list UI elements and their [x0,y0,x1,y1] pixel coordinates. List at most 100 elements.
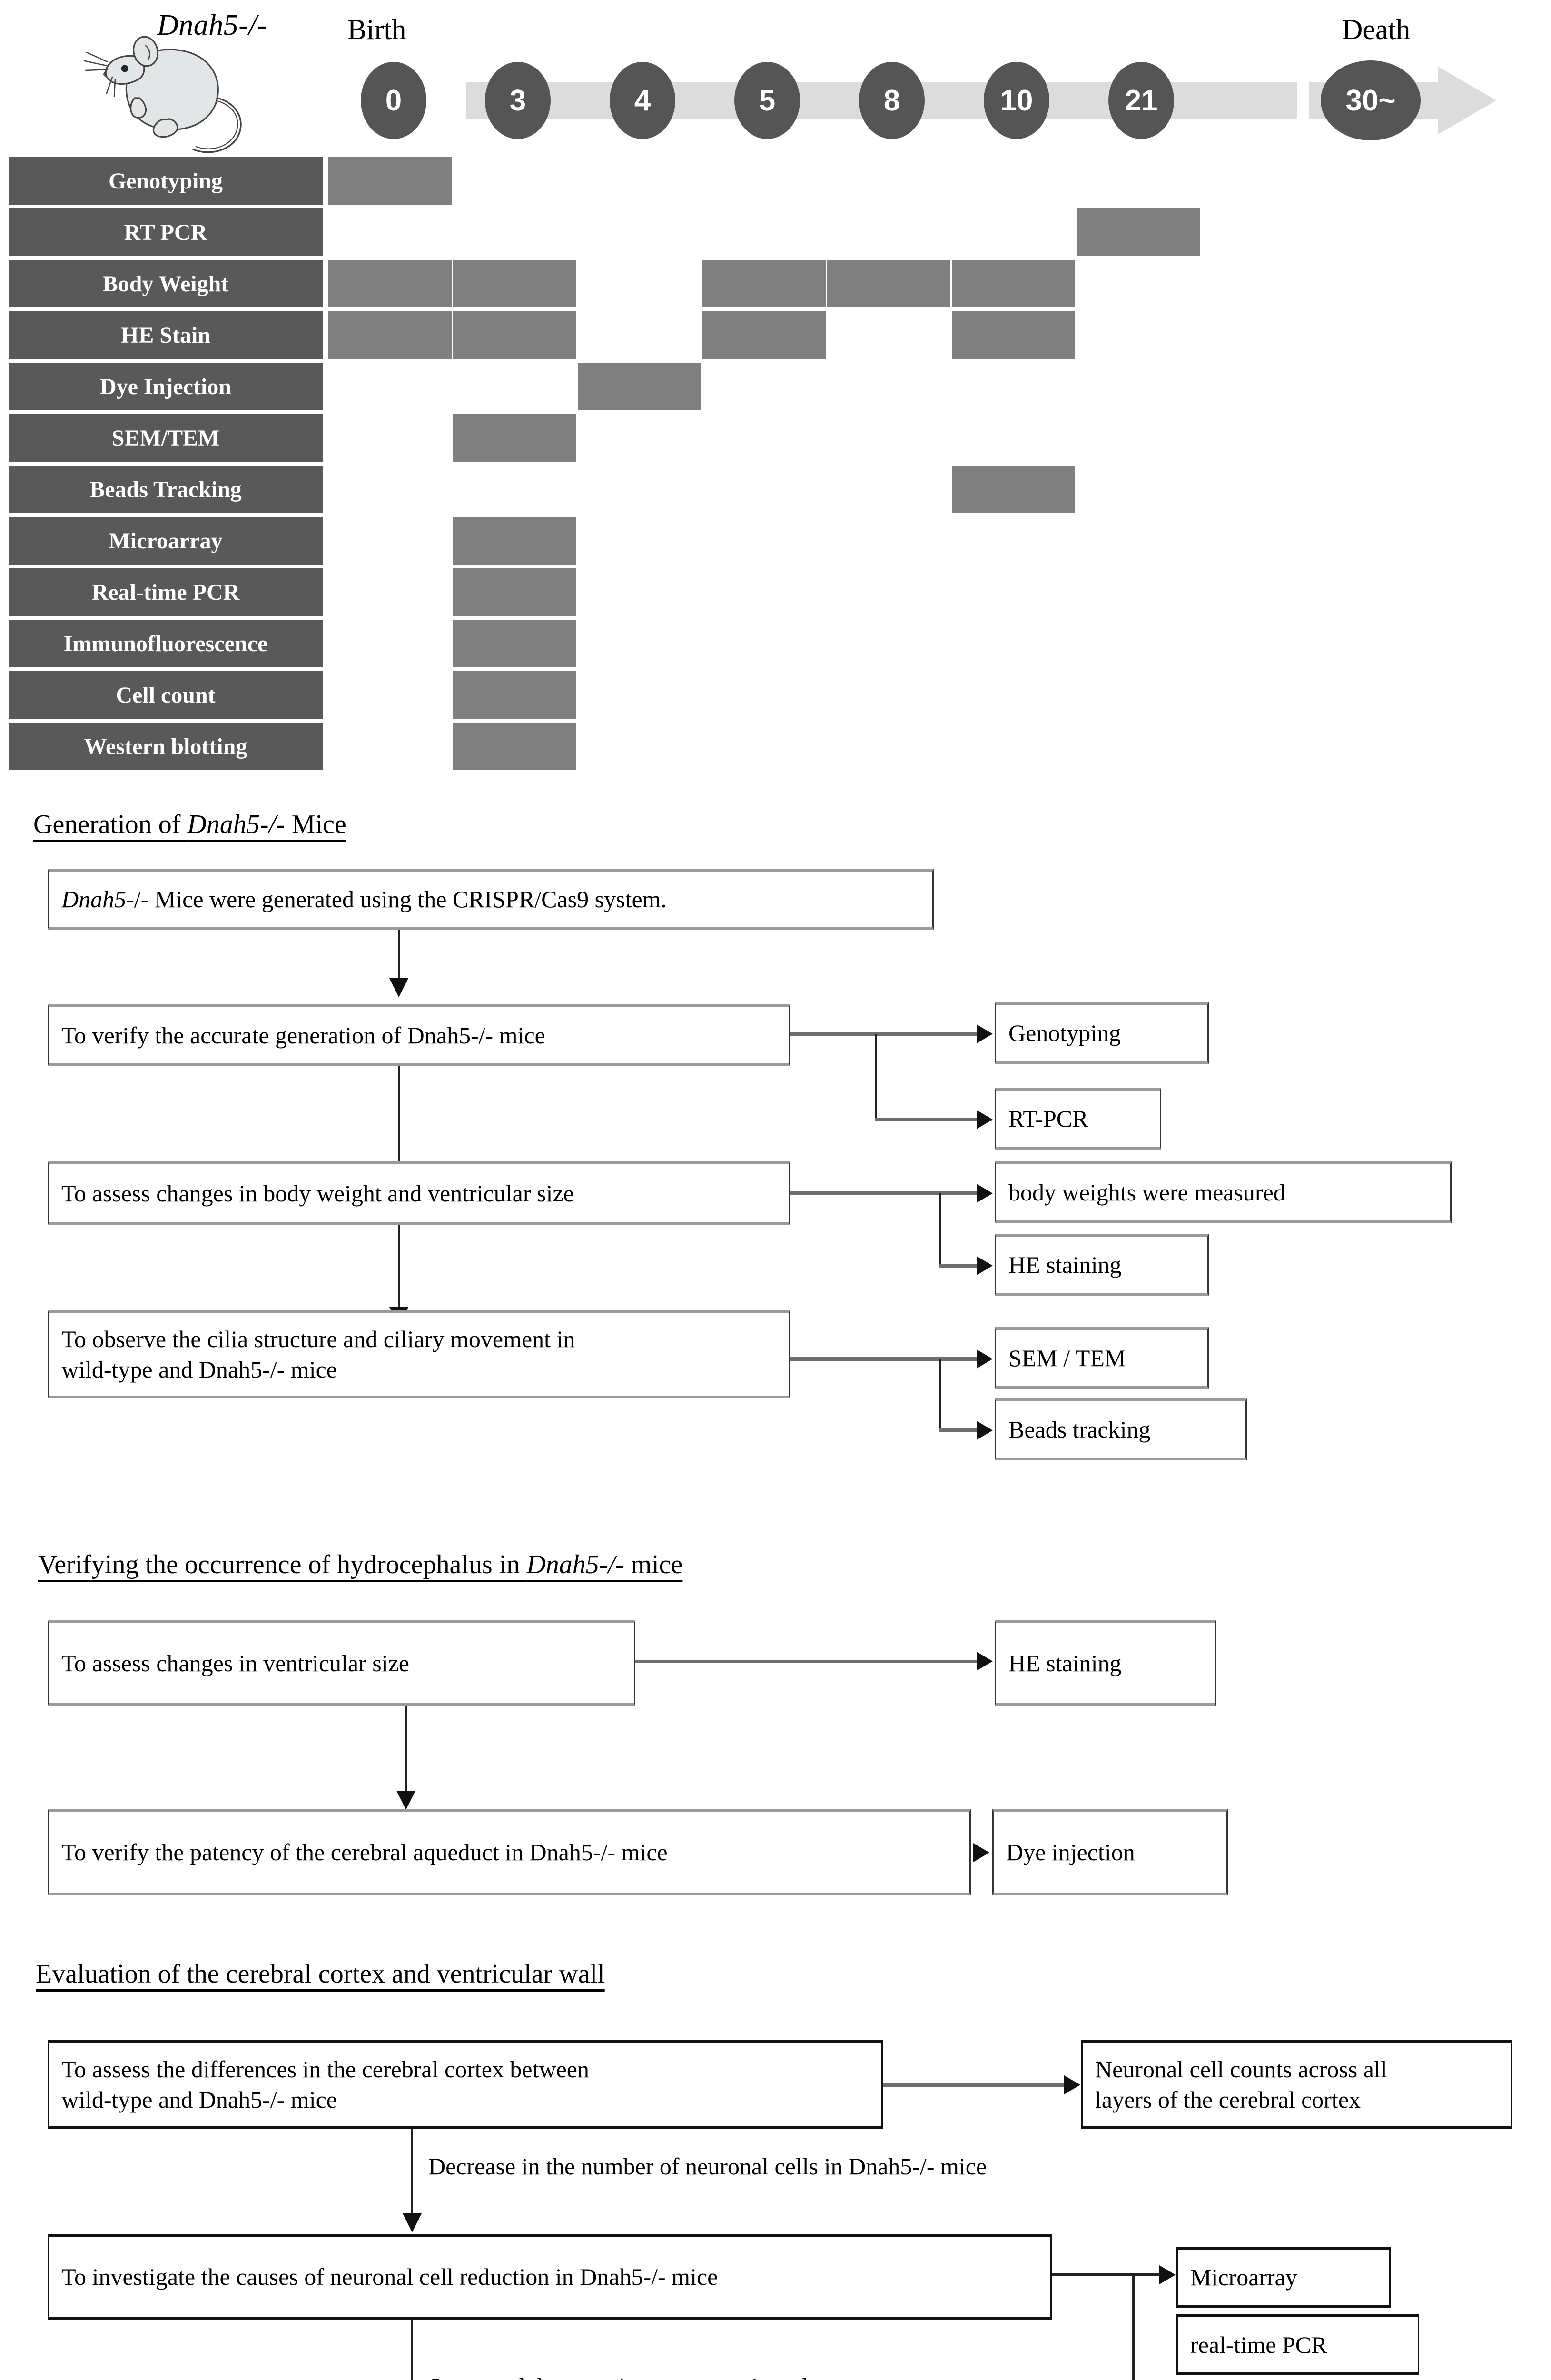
schedule-row-label: Real-time PCR [9,568,323,616]
schedule-row-label: SEM/TEM [9,414,323,462]
section-2-title-italic: Dnah5-/- [526,1550,624,1579]
timeline-node-30plus: 30~ [1321,60,1421,140]
s2-arrow-right-2 [973,1843,989,1862]
s1-step3-box[interactable]: To observe the cilia structure and cilia… [48,1310,790,1398]
schedule-row-label: Beads Tracking [9,466,323,513]
timeline-node-10: 10 [984,62,1049,139]
s1-branch-v3 [939,1359,941,1430]
section-3-title: Evaluation of the cerebral cortex and ve… [36,1959,605,1989]
s1-connector-1 [398,930,400,982]
schedule-cell [453,568,576,616]
schedule-cell [453,671,576,719]
section-1-title: Generation of Dnah5-/- Mice [33,809,346,840]
section-1-title-suffix: Mice [285,810,346,839]
schedule-cell [328,311,452,359]
schedule-cell [453,620,576,667]
s1-branch-v1 [875,1034,877,1120]
s1-branch-h6 [939,1428,978,1432]
s2-output-hestaining[interactable]: HE staining [995,1620,1216,1706]
schedule-row: RT PCR [9,208,1436,258]
schedule-cell [453,723,576,770]
mouse-genotype-label: Dnah5-/- [157,9,267,41]
s1-origin-box[interactable]: Dnah5-/- Mice were generated using the C… [48,869,934,930]
s3-branch-h1 [1052,2273,1161,2276]
s1-output-bodyweight[interactable]: body weights were measured [995,1161,1452,1223]
schedule-cell [952,466,1075,513]
s1-output-genotyping[interactable]: Genotyping [995,1002,1209,1064]
s1-step3-line2: wild-type and Dnah5-/- mice [61,1356,337,1383]
s3-connector-v2 [411,2320,413,2380]
s1-step1-box[interactable]: To verify the accurate generation of Dna… [48,1004,790,1066]
schedule-cell [453,414,576,462]
mouse-illustration [84,36,242,153]
s2-step2-box[interactable]: To verify the patency of the cerebral aq… [48,1809,971,1895]
s1-arrow-down-1 [389,978,408,997]
s3-arrow-right-1 [1064,2075,1080,2094]
s3-arrow-right-2 [1159,2265,1176,2284]
timeline-node-21: 21 [1108,62,1174,139]
death-caption: Death [1342,14,1411,45]
s1-branch-h3 [790,1191,978,1195]
schedule-row: Real-time PCR [9,568,1436,618]
s3-output-realtimepcr[interactable]: real-time PCR [1176,2314,1419,2375]
s1-arrow-right-5 [977,1349,993,1368]
s3-step1-box[interactable]: To assess the differences in the cerebra… [48,2040,883,2129]
s1-output-rtpcr[interactable]: RT-PCR [995,1088,1161,1150]
s2-connector-h1 [635,1660,979,1663]
schedule-cell [328,260,452,307]
schedule-cell [1077,208,1200,256]
s1-arrow-right-4 [977,1256,993,1275]
s1-output-beads[interactable]: Beads tracking [995,1398,1247,1460]
schedule-cell [827,260,950,307]
s3-step1-line2: wild-type and Dnah5-/- mice [61,2086,337,2113]
s2-step1-box[interactable]: To assess changes in ventricular size [48,1620,635,1706]
s3-annotation-2: Suspected decrease in neurogenesis and n… [428,2370,808,2380]
s3-step2-box[interactable]: To investigate the causes of neuronal ce… [48,2234,1052,2320]
s2-connector-v1 [405,1706,407,1794]
schedule-cell [952,311,1075,359]
s1-output-hestaining[interactable]: HE staining [995,1234,1209,1296]
section-1-title-italic: Dnah5-/- [187,810,285,839]
timeline-node-8: 8 [859,62,925,139]
s1-step2-box[interactable]: To assess changes in body weight and ven… [48,1161,790,1225]
s1-branch-v2 [939,1193,941,1266]
s3-annot2-line1: Suspected decrease in neurogenesis and [428,2373,808,2380]
s1-output-semtem[interactable]: SEM / TEM [995,1327,1209,1389]
section-1-title-prefix: Generation of [33,810,188,839]
s1-origin-rest: -/- Mice were generated using the CRISPR… [126,886,667,912]
schedule-row-label: Genotyping [9,157,323,205]
s1-connector-3 [398,1225,400,1311]
schedule-row: Microarray [9,517,1436,566]
schedule-cell [952,260,1075,307]
schedule-cell [453,517,576,565]
s1-step3-line1: To observe the cilia structure and cilia… [61,1326,575,1352]
schedule-row-label: Immunofluorescence [9,620,323,667]
s3-connector-v1 [411,2129,413,2217]
schedule-row-label: HE Stain [9,311,323,359]
schedule-row: Cell count [9,671,1436,721]
s3-branch-v1 [1132,2275,1135,2380]
s1-branch-h5 [790,1357,978,1361]
s1-connector-2 [398,1066,400,1166]
schedule-row-label: Cell count [9,671,323,719]
s1-arrow-right-6 [977,1421,993,1440]
schedule-row-label: Dye Injection [9,363,323,410]
s1-branch-h2 [875,1118,978,1121]
schedule-row-label: Microarray [9,517,323,565]
s2-arrow-right-1 [977,1652,993,1671]
s1-arrow-right-3 [977,1184,993,1203]
timeline-node-5: 5 [734,62,800,139]
s3-output-microarray[interactable]: Microarray [1176,2247,1391,2308]
timeline-node-0: 0 [361,62,426,139]
birth-caption: Birth [347,14,406,45]
schedule-cell [328,157,452,205]
schedule-row: Genotyping [9,157,1436,207]
schedule-cell [702,311,826,359]
section-2-title-prefix: Verifying the occurrence of hydrocephalu… [38,1550,527,1579]
schedule-row: Western blotting [9,723,1436,772]
s3-out1-line1: Neuronal cell counts across all [1095,2056,1387,2082]
s2-output-dye[interactable]: Dye injection [992,1809,1228,1895]
s3-connector-h1 [883,2083,1066,2087]
